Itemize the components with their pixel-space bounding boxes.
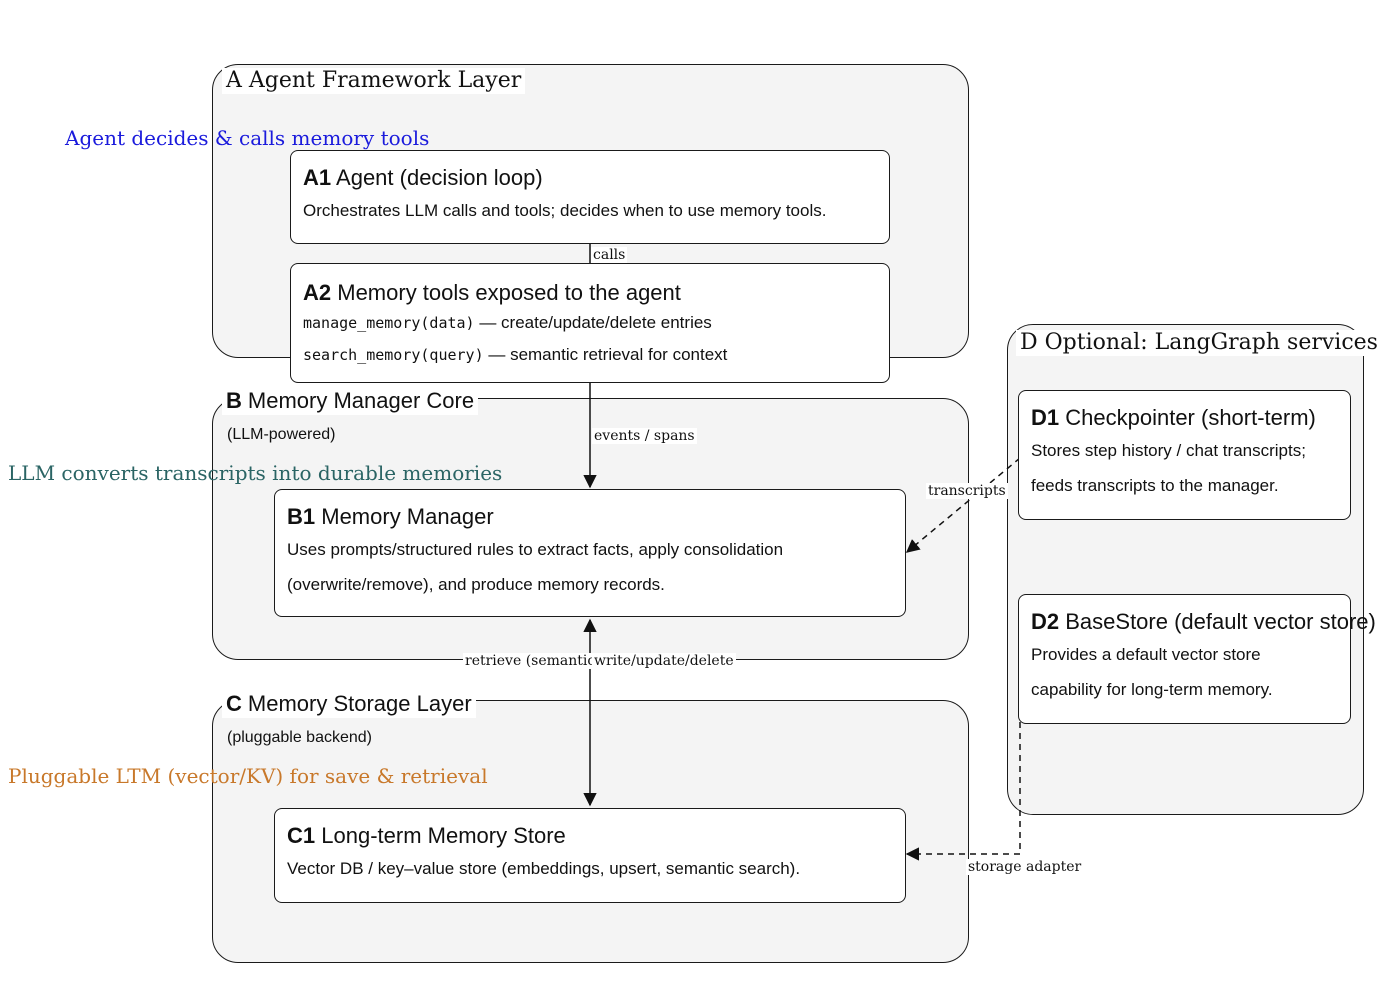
d2-description: Provides a default vector store capabili… bbox=[1031, 645, 1273, 699]
edge-label-write: write/update/delete bbox=[592, 653, 736, 669]
tool-search-memory-desc: — semantic retrieval for context bbox=[483, 345, 728, 364]
annotation-agent: Agent decides & calls memory tools bbox=[65, 126, 430, 150]
layer-d-title: D Optional: LangGraph services bbox=[1016, 330, 1378, 356]
a1-name: Agent (decision loop) bbox=[336, 165, 543, 190]
c1-name: Long-term Memory Store bbox=[321, 823, 566, 848]
layer-b-name: Memory Manager Core bbox=[247, 388, 475, 413]
b1-name: Memory Manager bbox=[321, 504, 494, 529]
layer-c-name: Memory Storage Layer bbox=[247, 691, 472, 716]
layer-c-letter: C bbox=[226, 691, 242, 716]
tool-manage-memory: manage_memory(data) bbox=[303, 314, 475, 332]
layer-b-letter: B bbox=[226, 388, 242, 413]
edge-d2-c1 bbox=[905, 722, 1021, 861]
edge-label-retrieve: retrieve (semantic) bbox=[463, 653, 603, 669]
d1-id: D1 bbox=[1031, 405, 1060, 430]
box-a2-memory-tools: A2 Memory tools exposed to the agent man… bbox=[290, 263, 890, 383]
layer-b-subtitle: (LLM-powered) bbox=[227, 426, 336, 443]
box-d2-basestore: D2 BaseStore (default vector store) Prov… bbox=[1018, 594, 1376, 724]
d1-name: Checkpointer (short-term) bbox=[1065, 405, 1316, 430]
a2-name: Memory tools exposed to the agent bbox=[337, 280, 681, 305]
b1-description: Uses prompts/structured rules to extract… bbox=[287, 540, 784, 594]
edge-label-storage-adapter: storage adapter bbox=[966, 859, 1084, 875]
d1-description: Stores step history / chat transcripts; … bbox=[1031, 441, 1306, 495]
annotation-manager: LLM converts transcripts into durable me… bbox=[8, 461, 503, 485]
annotation-storage: Pluggable LTM (vector/KV) for save & ret… bbox=[8, 764, 488, 788]
box-d1-checkpointer: D1 Checkpointer (short-term) Stores step… bbox=[1018, 390, 1351, 520]
a2-id: A2 bbox=[303, 280, 332, 305]
tool-search-memory: search_memory(query) bbox=[303, 346, 484, 364]
edge-label-events: events / spans bbox=[592, 428, 697, 444]
d2-name: BaseStore (default vector store) bbox=[1065, 609, 1376, 634]
d2-id: D2 bbox=[1031, 609, 1060, 634]
box-b1-memory-manager: B1 Memory Manager Uses prompts/structure… bbox=[274, 489, 906, 617]
box-c1-longterm-store: C1 Long-term Memory Store Vector DB / ke… bbox=[274, 808, 906, 903]
c1-description: Vector DB / key–value store (embeddings,… bbox=[287, 859, 801, 878]
a1-id: A1 bbox=[303, 165, 332, 190]
a1-description: Orchestrates LLM calls and tools; decide… bbox=[303, 201, 827, 220]
b1-id: B1 bbox=[287, 504, 316, 529]
layer-a-title: A Agent Framework Layer bbox=[222, 68, 526, 94]
edge-label-transcripts: transcripts bbox=[926, 483, 1008, 499]
edge-d1-b1 bbox=[905, 457, 1021, 553]
layer-c-subtitle: (pluggable backend) bbox=[227, 729, 372, 746]
tool-manage-memory-desc: — create/update/delete entries bbox=[474, 313, 712, 332]
box-a1-agent: A1 Agent (decision loop) Orchestrates LL… bbox=[290, 150, 890, 244]
edge-label-calls: calls bbox=[591, 247, 628, 263]
c1-id: C1 bbox=[287, 823, 316, 848]
